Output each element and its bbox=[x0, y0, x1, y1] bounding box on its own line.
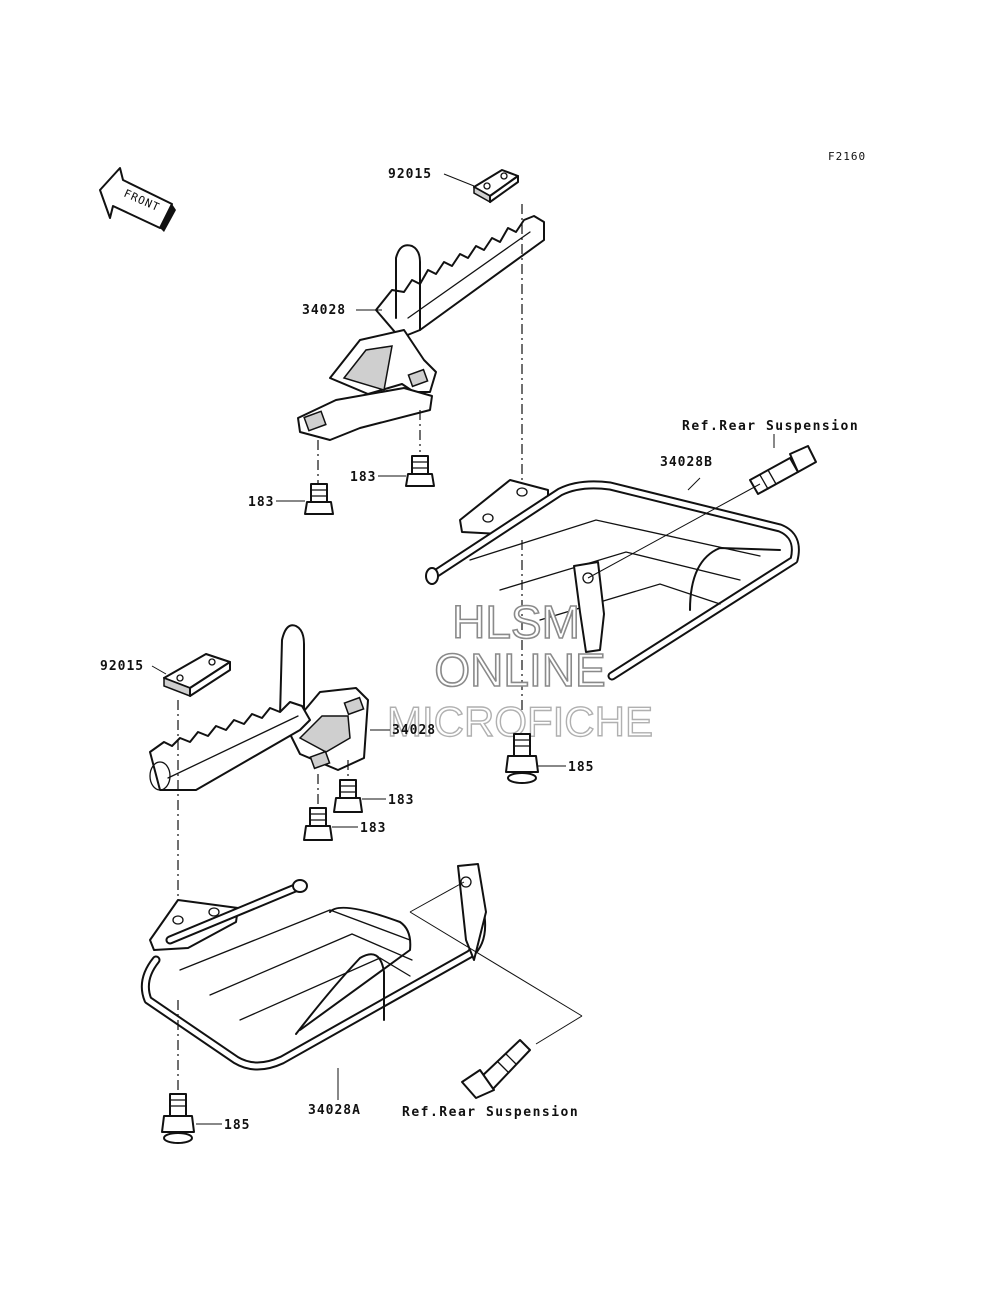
bolt-185-lower-icon bbox=[161, 1093, 195, 1144]
label-ref-rear-suspension-upper: Ref.Rear Suspension bbox=[682, 419, 859, 434]
watermark-line-1: HLSM bbox=[452, 596, 580, 648]
label-92015-lower: 92015 bbox=[100, 659, 144, 674]
label-183-lower-2: 183 bbox=[360, 821, 386, 836]
label-92015-upper: 92015 bbox=[388, 167, 432, 182]
label-183-upper-left: 183 bbox=[248, 495, 274, 510]
lower-clip-icon bbox=[163, 653, 231, 698]
figure-code: F2160 bbox=[828, 150, 866, 163]
bolt-183-upper-right-icon bbox=[405, 455, 435, 487]
watermark-line-2: ONLINE bbox=[434, 644, 605, 696]
bolt-185-upper-icon bbox=[505, 733, 539, 784]
leader-line bbox=[443, 173, 475, 187]
bolt-183-lower-2-icon bbox=[303, 807, 333, 841]
upper-footpeg-icon bbox=[297, 215, 545, 441]
bolt-183-lower-1-icon bbox=[333, 779, 363, 813]
long-bolt-upper-icon bbox=[749, 445, 817, 495]
lower-guard-icon bbox=[140, 863, 487, 1071]
front-arrow-icon: FRONT bbox=[99, 167, 176, 232]
label-ref-rear-suspension-lower: Ref.Rear Suspension bbox=[402, 1105, 579, 1120]
label-185-upper: 185 bbox=[568, 760, 594, 775]
long-bolt-lower-icon bbox=[461, 1039, 531, 1099]
label-34028A: 34028A bbox=[308, 1103, 361, 1118]
lower-footpeg-icon bbox=[149, 624, 369, 791]
label-34028B: 34028B bbox=[660, 455, 713, 470]
label-183-lower-1: 183 bbox=[388, 793, 414, 808]
label-34028-upper: 34028 bbox=[302, 303, 346, 318]
upper-clip-icon bbox=[473, 169, 519, 204]
upper-guard-icon bbox=[425, 479, 800, 681]
label-183-upper-right: 183 bbox=[350, 470, 376, 485]
label-185-lower: 185 bbox=[224, 1118, 250, 1133]
bolt-183-upper-left-icon bbox=[304, 483, 334, 515]
label-34028-lower: 34028 bbox=[392, 723, 436, 738]
